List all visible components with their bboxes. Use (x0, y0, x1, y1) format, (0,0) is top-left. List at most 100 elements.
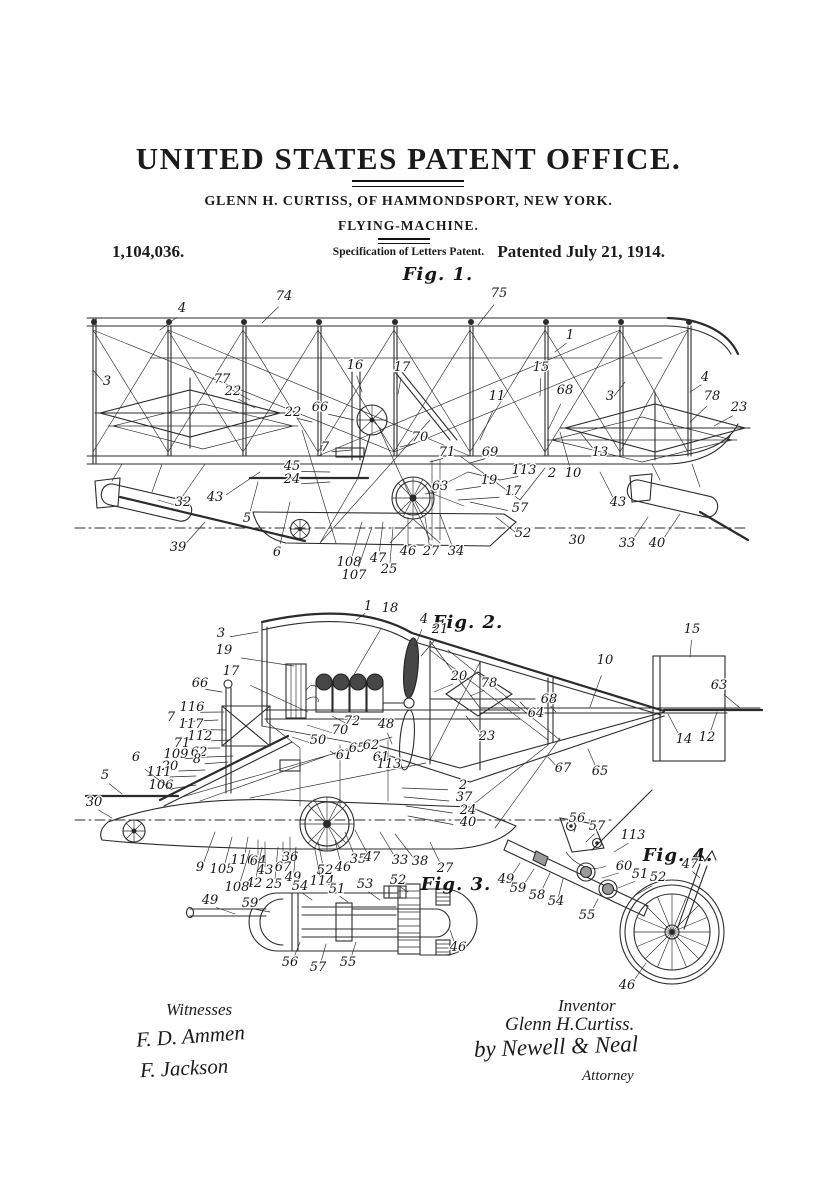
ref-numeral: 3 (217, 626, 225, 641)
ref-numeral: 53 (357, 877, 374, 892)
ref-numeral: 4 (177, 301, 186, 316)
leader-line (662, 513, 681, 541)
leader-line (613, 381, 626, 397)
leader-line (215, 907, 236, 915)
ref-numeral: 114 (310, 874, 335, 889)
leader-line (183, 756, 209, 760)
ref-numeral: 71 (174, 736, 191, 751)
ref-numeral: 23 (730, 400, 748, 415)
ref-numeral: 32 (175, 495, 192, 510)
ref-numeral: 109 (164, 747, 189, 762)
leader-line (241, 657, 295, 667)
leader-line (401, 787, 449, 791)
ref-numeral: 15 (684, 622, 701, 637)
ref-numeral: 6 (132, 750, 140, 765)
leader-line (203, 831, 216, 863)
leader-line (692, 871, 701, 879)
leader-line (469, 501, 508, 511)
leader-line (319, 943, 327, 966)
leader-line (238, 398, 256, 409)
leader-line (479, 410, 494, 441)
ref-numeral: 43 (206, 490, 224, 505)
ref-numeral: 2 (547, 466, 556, 481)
leader-line (424, 491, 437, 495)
ref-numeral: 9 (196, 860, 204, 875)
ref-numeral: 20 (450, 669, 468, 684)
attorney-label: Attorney (582, 1068, 634, 1084)
leader-line (144, 768, 173, 791)
leader-line (613, 842, 629, 853)
leader-line (178, 769, 206, 772)
ref-numeral: 52 (390, 873, 407, 888)
leader-line (547, 756, 560, 770)
leader-line (495, 516, 517, 534)
leader-line (255, 846, 263, 879)
ref-numeral: 47 (363, 850, 381, 865)
leader-line (279, 501, 291, 544)
ref-numeral: 62 (191, 745, 208, 760)
ref-numeral: 17 (394, 360, 411, 375)
ref-numeral: 49 (497, 872, 515, 887)
leader-line (424, 516, 430, 547)
leader-line (399, 443, 416, 448)
ref-numeral: 1 (364, 599, 372, 614)
fig3-caption: Fig. 3. (420, 874, 492, 895)
ref-numeral: 20 (161, 759, 179, 774)
leader-line (339, 895, 349, 903)
ref-numeral: 2 (458, 778, 467, 793)
ref-numeral: 117 (179, 717, 205, 732)
ref-numeral: 34 (448, 544, 465, 559)
ref-numeral: 5 (243, 511, 251, 526)
ref-numeral: 78 (481, 676, 498, 691)
ref-numeral: 105 (210, 862, 235, 877)
leader-line (689, 639, 692, 658)
ref-numeral: 24 (283, 472, 301, 487)
witness-signature-2: F. Jackson (139, 1053, 229, 1083)
ref-numeral: 13 (592, 445, 609, 460)
ref-numeral: 40 (459, 815, 477, 830)
ref-numeral: 58 (529, 888, 546, 903)
witness-signature-1: F. D. Ammen (135, 1020, 246, 1052)
leader-line (301, 471, 331, 473)
leader-line (589, 898, 599, 916)
ref-numeral: 77 (214, 372, 231, 387)
ref-numeral: 113 (512, 463, 537, 478)
witnesses-label: Witnesses (166, 1000, 233, 1019)
leader-line (587, 748, 598, 770)
ref-numeral: 22 (224, 384, 242, 399)
ref-numeral: 7 (167, 710, 176, 725)
ref-numeral: 6 (273, 545, 281, 560)
leader-line (713, 415, 734, 427)
fig1-caption: Fig. 1. (402, 264, 474, 285)
leader-line (573, 825, 577, 833)
ref-numeral: 33 (392, 853, 409, 868)
leader-line (465, 715, 483, 736)
ref-numeral: 17 (223, 664, 240, 679)
leader-line (585, 833, 595, 843)
ref-numeral: 3 (606, 389, 614, 404)
leader-line (559, 431, 571, 468)
leader-line (539, 377, 542, 397)
leader-line (249, 684, 309, 713)
leader-line (354, 829, 369, 855)
ref-numeral: 17 (505, 484, 522, 499)
leader-line (631, 516, 649, 541)
attorney-signature: by Newell & Neal (473, 1031, 639, 1062)
leader-line (550, 705, 557, 713)
leader-line (331, 715, 348, 725)
leader-line (239, 849, 251, 883)
ref-numeral: 108 (337, 555, 362, 570)
ref-numeral: 30 (86, 795, 103, 810)
ref-numeral: 14 (676, 732, 693, 747)
ref-numeral: 43 (256, 863, 274, 878)
ref-numeral: 12 (699, 730, 716, 745)
ref-numeral: 68 (557, 383, 574, 398)
leader-line (599, 471, 614, 499)
ref-numeral: 112 (188, 729, 213, 744)
leader-line (547, 403, 562, 431)
ref-numeral: 49 (284, 870, 302, 885)
leader-line (229, 631, 259, 638)
ref-numeral: 61 (336, 748, 353, 763)
